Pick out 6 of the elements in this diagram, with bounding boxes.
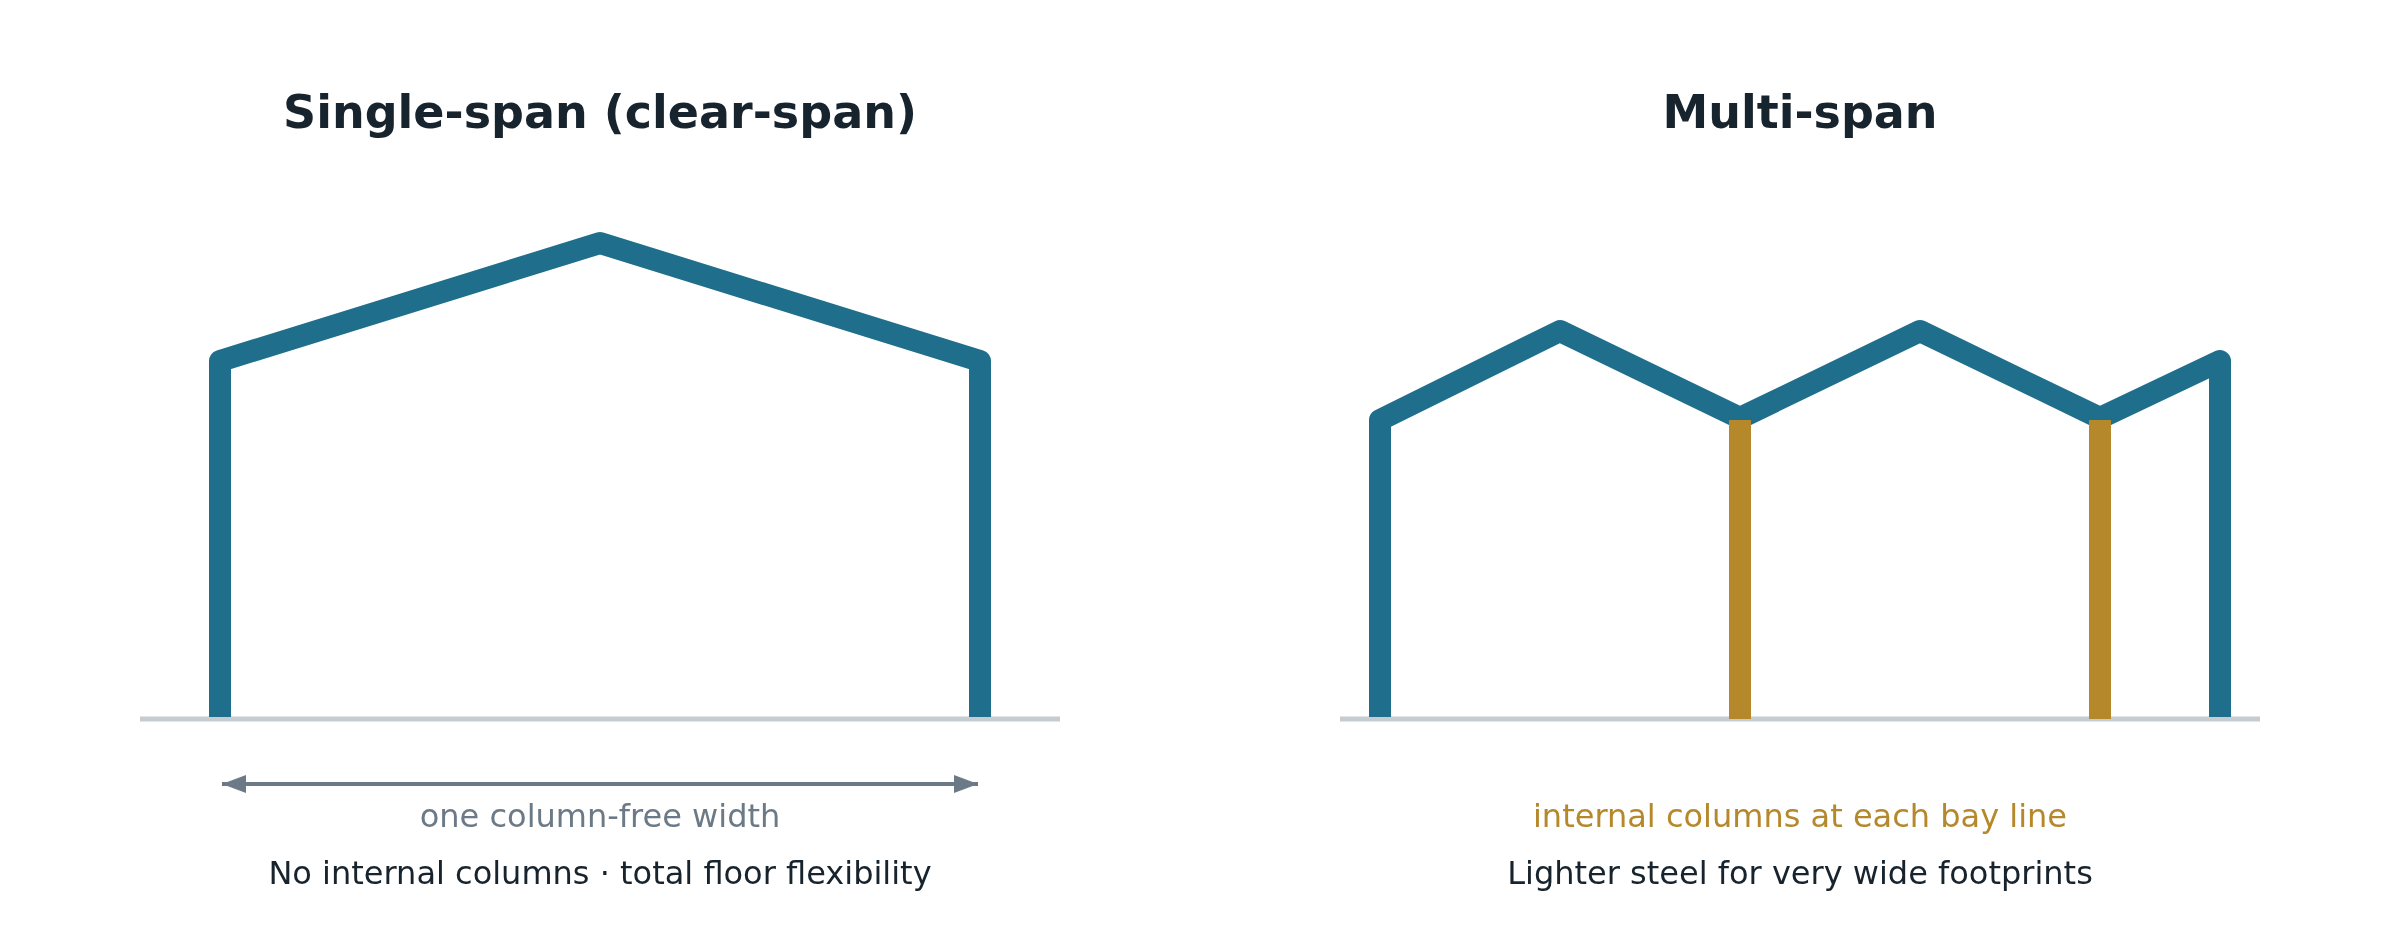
- description-text: No internal columns · total floor flexibility: [268, 854, 932, 892]
- description-text: Lighter steel for very wide footprints: [1507, 854, 2093, 892]
- column-note: internal columns at each bay line: [1533, 797, 2067, 835]
- panel-heading: Multi-span: [1662, 85, 1938, 139]
- panel-heading: Single-span (clear-span): [283, 85, 917, 139]
- dimension-label: one column-free width: [419, 797, 781, 835]
